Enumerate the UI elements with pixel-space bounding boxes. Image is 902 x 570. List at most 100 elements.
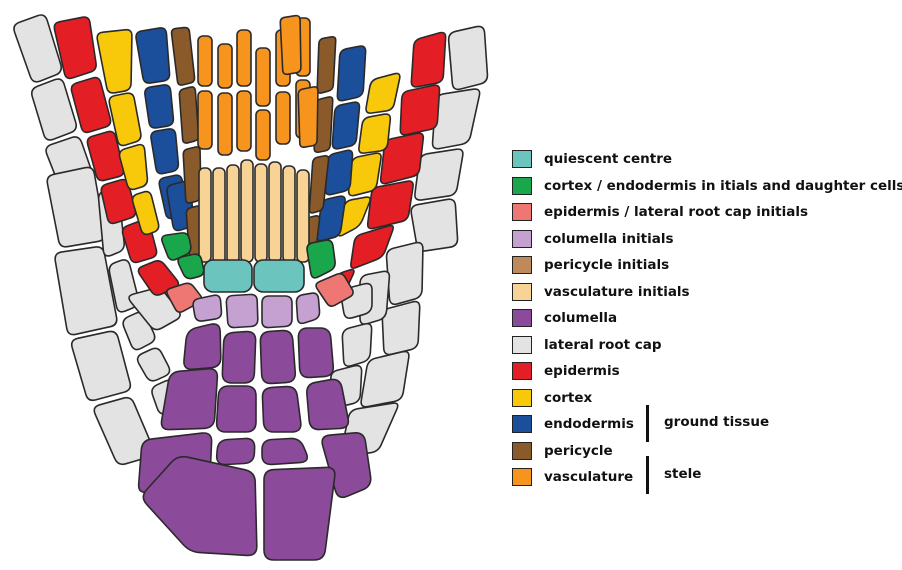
- legend-item-cortex-endodermis-initials: cortex / endodermis in itials and daught…: [512, 173, 902, 200]
- legend-item-vasculature: vasculature: [512, 464, 902, 491]
- columella-cell-8: [307, 379, 349, 429]
- legend-item-quiescent-centre: quiescent centre: [512, 146, 902, 173]
- legend-item-lateral-root-cap: lateral root cap: [512, 332, 902, 359]
- legend-swatch: [512, 150, 532, 168]
- legend-label: cortex: [544, 390, 592, 406]
- columella-cell-6: [217, 386, 256, 432]
- vasculature-cell-3: [218, 44, 232, 88]
- legend-swatch: [512, 442, 532, 460]
- vasculature-initial-cell-2: [213, 168, 225, 263]
- columella-cell-7: [262, 387, 300, 432]
- lateral-root-cap-cell-right-3: [415, 149, 463, 200]
- lateral-root-cap-cell-left-6: [72, 331, 131, 400]
- legend-item-pericycle: pericycle: [512, 438, 902, 465]
- legend-swatch: [512, 309, 532, 327]
- epidermis-cell-right-1: [411, 32, 445, 86]
- vasculature-initial-cell-3: [227, 165, 239, 263]
- cortex-endodermis-initial-cell-3: [307, 240, 335, 278]
- lateral-root-cap-cell-left-5: [55, 247, 117, 335]
- pericycle-cell-left-1: [172, 28, 195, 86]
- endodermis-cell-right-1: [337, 46, 365, 101]
- legend-item-pericycle-initials: pericycle initials: [512, 252, 902, 279]
- lateral-root-cap-cell-left-11: [138, 348, 170, 380]
- vasculature-cell-13: [280, 16, 301, 75]
- root-cells: [14, 15, 487, 560]
- lateral-root-cap-cell-right-5: [387, 243, 423, 305]
- legend-swatch: [512, 230, 532, 248]
- legend-label: cortex / endodermis in itials and daught…: [544, 178, 902, 194]
- legend-item-cortex: cortex: [512, 385, 902, 412]
- columella-cell-1: [184, 324, 221, 369]
- legend-item-columella-initials: columella initials: [512, 226, 902, 253]
- legend-label: vasculature: [544, 469, 633, 485]
- quiescent-centre-cell-2: [254, 260, 304, 292]
- columella-cell-3: [260, 331, 295, 384]
- legend-label: quiescent centre: [544, 151, 672, 167]
- columella-cell-14: [264, 467, 335, 560]
- legend-label: pericycle: [544, 443, 613, 459]
- lateral-root-cap-cell-right-1: [449, 26, 488, 89]
- cortex-cell-left-1: [97, 30, 132, 93]
- legend-item-columella: columella: [512, 305, 902, 332]
- columella-initial-cell-4: [296, 293, 319, 323]
- vasculature-cell-5: [237, 30, 251, 86]
- columella-cell-5: [161, 369, 217, 430]
- lateral-root-cap-cell-left-2: [32, 79, 76, 140]
- vasculature-cell-2: [198, 91, 212, 149]
- pericycle-cell-right-1: [317, 37, 336, 93]
- vasculature-cell-10: [276, 92, 290, 144]
- epidermis-cell-right-2: [400, 85, 439, 135]
- legend-swatch: [512, 256, 532, 274]
- legend-swatch: [512, 415, 532, 433]
- ground-tissue-bracket: [645, 405, 649, 442]
- vasculature-cell-1: [198, 36, 212, 86]
- stele-bracket: [645, 456, 649, 494]
- legend-swatch: [512, 203, 532, 221]
- legend-label: vasculature initials: [544, 284, 690, 300]
- columella-initial-cell-2: [226, 294, 257, 327]
- stele-label: stele: [664, 466, 701, 482]
- endodermis-cell-left-1: [136, 28, 170, 83]
- lateral-root-cap-cell-right-10: [342, 324, 371, 366]
- pericycle-cell-left-2: [179, 87, 198, 143]
- legend-label: endodermis: [544, 416, 634, 432]
- endodermis-cell-left-3: [151, 129, 178, 174]
- cortex-endodermis-initial-cell-2: [178, 254, 204, 278]
- cortex-cell-right-2: [359, 114, 390, 153]
- vasculature-cell-7: [256, 48, 270, 106]
- legend-swatch: [512, 362, 532, 380]
- vasculature-initial-cell-6: [269, 162, 281, 262]
- ground-tissue-label: ground tissue: [664, 414, 769, 430]
- legend-label: epidermis / lateral root cap initials: [544, 204, 808, 220]
- columella-initial-cell-1: [193, 295, 221, 321]
- legend-label: epidermis: [544, 363, 620, 379]
- legend-label: columella initials: [544, 231, 674, 247]
- legend-label: columella: [544, 310, 617, 326]
- vasculature-initial-cell-5: [255, 164, 267, 262]
- endodermis-cell-right-3: [325, 150, 352, 194]
- legend-swatch: [512, 283, 532, 301]
- legend-item-epidermis: epidermis: [512, 358, 902, 385]
- legend: quiescent centre cortex / endodermis in i…: [512, 146, 902, 491]
- columella-cell-4: [298, 328, 333, 377]
- epidermis-cell-left-2: [71, 78, 110, 133]
- vasculature-cell-6: [237, 91, 251, 151]
- legend-label: lateral root cap: [544, 337, 662, 353]
- endodermis-cell-right-2: [332, 102, 359, 149]
- legend-item-epidermis-lrc-initials: epidermis / lateral root cap initials: [512, 199, 902, 226]
- legend-swatch: [512, 389, 532, 407]
- legend-swatch: [512, 177, 532, 195]
- legend-swatch: [512, 468, 532, 486]
- lateral-root-cap-cell-left-4: [47, 167, 105, 246]
- quiescent-centre-cell-1: [204, 260, 252, 292]
- legend-item-vasculature-initials: vasculature initials: [512, 279, 902, 306]
- vasculature-initial-cell-4: [241, 160, 253, 262]
- columella-cell-2: [222, 332, 255, 383]
- endodermis-cell-left-2: [145, 85, 173, 128]
- cortex-cell-right-1: [366, 73, 400, 113]
- legend-label: pericycle initials: [544, 257, 669, 273]
- legend-swatch: [512, 336, 532, 354]
- columella-cell-10: [217, 438, 255, 464]
- lateral-root-cap-cell-right-6: [382, 302, 419, 355]
- vasculature-cell-14: [298, 87, 318, 147]
